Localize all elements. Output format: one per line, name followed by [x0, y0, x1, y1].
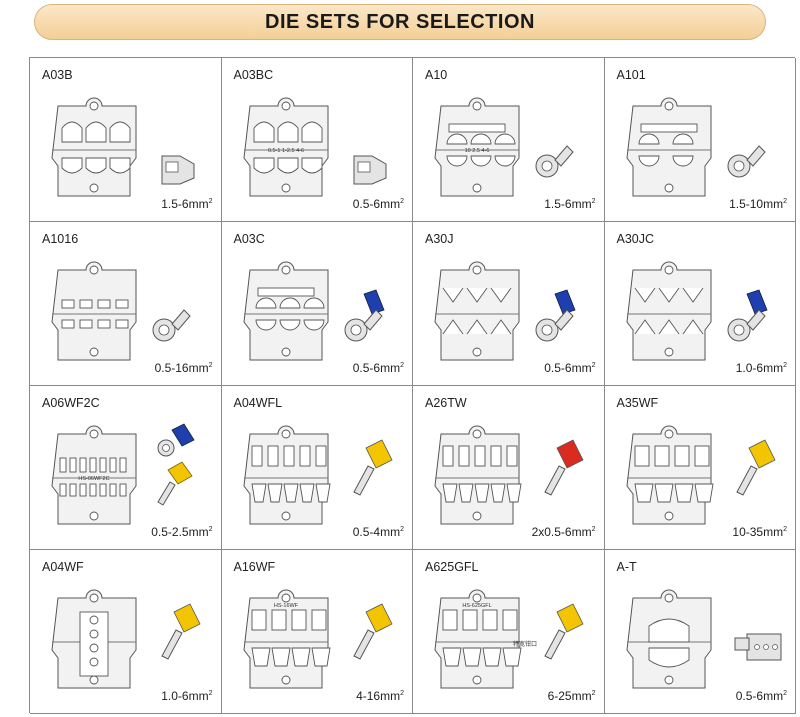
die-illustration: HS-625GFL 特宽钳口: [434, 589, 584, 689]
die-set-cell: A-T 0.5-6mm2: [604, 550, 796, 714]
die-set-cell: HS-625GFL 特宽钳口 A625GFL 6-25mm2: [413, 550, 605, 714]
svg-text:0.5-1 1-2.5 4-6: 0.5-1 1-2.5 4-6: [267, 148, 303, 154]
die-code: A1016: [42, 232, 79, 246]
page-title: DIE SETS FOR SELECTION: [265, 10, 535, 33]
die-illustration: [625, 425, 776, 525]
wire-range: 6-25mm2: [547, 689, 596, 703]
die-illustration: [51, 589, 201, 689]
wire-range: 1.0-6mm2: [161, 689, 213, 703]
die-code: A35WF: [616, 396, 659, 410]
die-code: A-T: [616, 560, 637, 574]
die-illustration: [625, 589, 781, 689]
title-banner: DIE SETS FOR SELECTION: [34, 4, 766, 40]
die-set-cell: A26TW 2x0.5-6mm2: [413, 386, 605, 550]
svg-text:HS-625GFL: HS-625GFL: [462, 603, 491, 609]
wire-range: 0.5-2.5mm2: [151, 525, 213, 539]
wire-range: 1.5-10mm2: [729, 197, 787, 211]
svg-text:10 2.5 4-6: 10 2.5 4-6: [465, 148, 490, 154]
wire-range: 0.5-6mm2: [544, 361, 596, 375]
wire-range: 0.5-6mm2: [735, 689, 787, 703]
die-set-cell: A1016 0.5-16mm2: [30, 222, 222, 386]
die-set-cell: A35WF 10-35mm2: [604, 386, 796, 550]
wire-range: 0.5-16mm2: [154, 361, 213, 375]
svg-text:HS-16WF: HS-16WF: [273, 603, 298, 609]
die-illustration: [625, 261, 768, 361]
die-illustration: [51, 261, 191, 361]
die-illustration: [625, 97, 766, 197]
wire-range: 0.5-6mm2: [352, 361, 404, 375]
die-code: A04WFL: [233, 396, 283, 410]
die-code: A03B: [42, 68, 73, 82]
svg-text:特宽钳口: 特宽钳口: [513, 640, 537, 648]
die-illustration: [242, 425, 393, 525]
die-code: A26TW: [425, 396, 467, 410]
die-set-cell: A101 1.5-10mm2: [604, 58, 796, 222]
die-code: A30J: [425, 232, 454, 246]
wire-range: 0.5-4mm2: [352, 525, 404, 539]
die-set-cell: A03B 1.5-6mm2: [30, 58, 222, 222]
die-code: A10: [425, 68, 448, 82]
die-code: A03BC: [233, 68, 274, 82]
wire-range: 0.5-6mm2: [352, 197, 404, 211]
die-illustration: [51, 97, 195, 197]
die-code: A03C: [233, 232, 265, 246]
die-code: A101: [616, 68, 646, 82]
die-illustration: [434, 261, 576, 361]
die-set-cell: HS-16WF A16WF 4-16mm2: [221, 550, 413, 714]
die-code: A625GFL: [425, 560, 479, 574]
die-illustration: [434, 425, 584, 525]
die-code: A30JC: [616, 232, 655, 246]
die-illustration: [242, 261, 385, 361]
die-code: A04WF: [42, 560, 84, 574]
die-set-cell: A30JC 1.0-6mm2: [604, 222, 796, 386]
die-set-cell: A03C 0.5-6mm2: [221, 222, 413, 386]
die-set-cell: A04WF 1.0-6mm2: [30, 550, 222, 714]
die-illustration: 10 2.5 4-6: [434, 97, 574, 197]
wire-range: 1.5-6mm2: [544, 197, 596, 211]
svg-text:HS-06WF2C: HS-06WF2C: [78, 476, 109, 482]
wire-range: 2x0.5-6mm2: [531, 525, 596, 539]
wire-range: 1.0-6mm2: [735, 361, 787, 375]
die-set-cell: 0.5-1 1-2.5 4-6 A03BC 0.5-6mm2: [221, 58, 413, 222]
die-set-cell: HS-06WF2C A06WF2C 0.5-2.5mm2: [30, 386, 222, 550]
die-code: A16WF: [233, 560, 276, 574]
die-set-grid: A03B 1.5-6mm2 0.5-1 1-2.5 4-6 A03BC 0.5-6mm2…: [29, 57, 796, 714]
die-illustration: 0.5-1 1-2.5 4-6: [242, 97, 386, 197]
die-illustration: HS-16WF: [242, 589, 393, 689]
die-code: A06WF2C: [42, 396, 100, 410]
die-set-cell: 10 2.5 4-6 A10 1.5-6mm2: [413, 58, 605, 222]
wire-range: 4-16mm2: [356, 689, 404, 703]
die-set-cell: A30J 0.5-6mm2: [413, 222, 605, 386]
die-illustration: HS-06WF2C: [51, 423, 195, 525]
wire-range: 1.5-6mm2: [161, 197, 213, 211]
die-set-cell: A04WFL 0.5-4mm2: [221, 386, 413, 550]
wire-range: 10-35mm2: [732, 525, 787, 539]
